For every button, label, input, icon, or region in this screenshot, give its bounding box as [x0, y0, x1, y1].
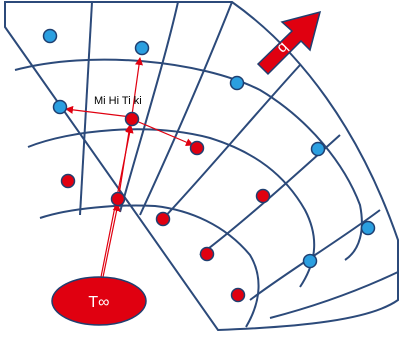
grid-radial-1: [79, 1, 93, 216]
node-blue: [42, 28, 58, 44]
grid-arc-3: [39, 204, 260, 328]
node-blue: [360, 220, 376, 236]
grid: [4, 1, 399, 332]
node-red: [60, 173, 76, 189]
node-blue: [134, 40, 150, 56]
arrow-center-to-right: [133, 119, 194, 146]
grid-radial-4: [159, 64, 301, 223]
flux-arrow-shape: [256, 10, 322, 76]
heat-flux-arrow: q: [256, 10, 322, 76]
blue-nodes: [42, 28, 376, 269]
node-red: [255, 188, 271, 204]
grid-radial-2: [119, 1, 179, 213]
node-blue: [310, 141, 326, 157]
grid-radial-7: [269, 271, 399, 319]
node-blue: [302, 253, 318, 269]
ambient-source: T∞: [51, 276, 147, 326]
arrow-source-to-lower: [101, 203, 121, 283]
node-red: [230, 287, 246, 303]
node-red: [110, 191, 126, 207]
source-ellipse: [51, 276, 147, 326]
node-label: Mi Hi Ti ki: [94, 95, 142, 107]
grid-arc-2: [27, 128, 316, 288]
node-blue: [52, 99, 68, 115]
heat-flow-arrows: [65, 57, 194, 283]
grid-radial-3: [139, 1, 233, 216]
node-blue: [229, 75, 245, 91]
grid-radial-6: [249, 209, 381, 301]
grid-arc-1: [14, 58, 363, 261]
arrow-center-to-left: [65, 105, 132, 118]
node-red-center: [124, 111, 140, 127]
source-label: T∞: [88, 294, 109, 311]
red-nodes: [60, 111, 271, 303]
node-red: [199, 246, 215, 262]
node-red: [189, 140, 205, 156]
grid-outer-arc: [4, 1, 399, 332]
node-red: [155, 211, 171, 227]
arrow-center-to-up: [131, 57, 143, 116]
